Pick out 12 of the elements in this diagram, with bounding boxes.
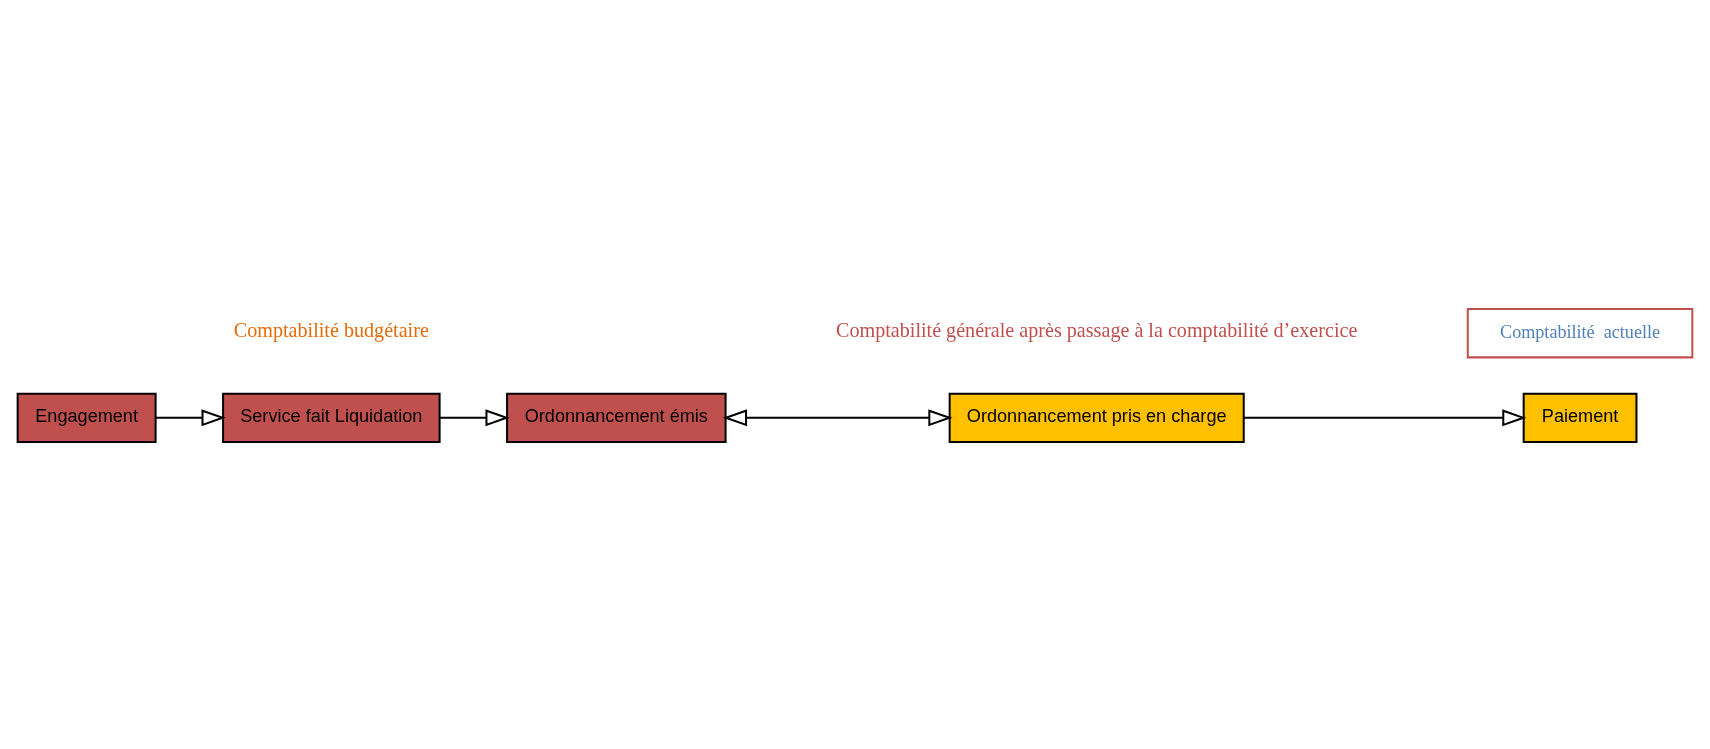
arrow [1243, 409, 1527, 427]
node-box: Ordonnancement émis [506, 392, 727, 443]
label: Comptabilité budgétaire [233, 319, 429, 342]
node-box: Ordonnancement pris en charge [948, 392, 1245, 443]
node-box: Engagement [16, 392, 157, 443]
label: Comptabilité générale après passage à la comptabilité d’exercice [836, 319, 1358, 342]
node-box: Paiement [1522, 392, 1638, 443]
node-box: Comptabilité actuelle [1466, 308, 1694, 359]
arrow [722, 409, 953, 427]
arrow [439, 409, 510, 427]
arrow [155, 409, 226, 427]
node-box: Service fait Liquidation [222, 392, 441, 443]
